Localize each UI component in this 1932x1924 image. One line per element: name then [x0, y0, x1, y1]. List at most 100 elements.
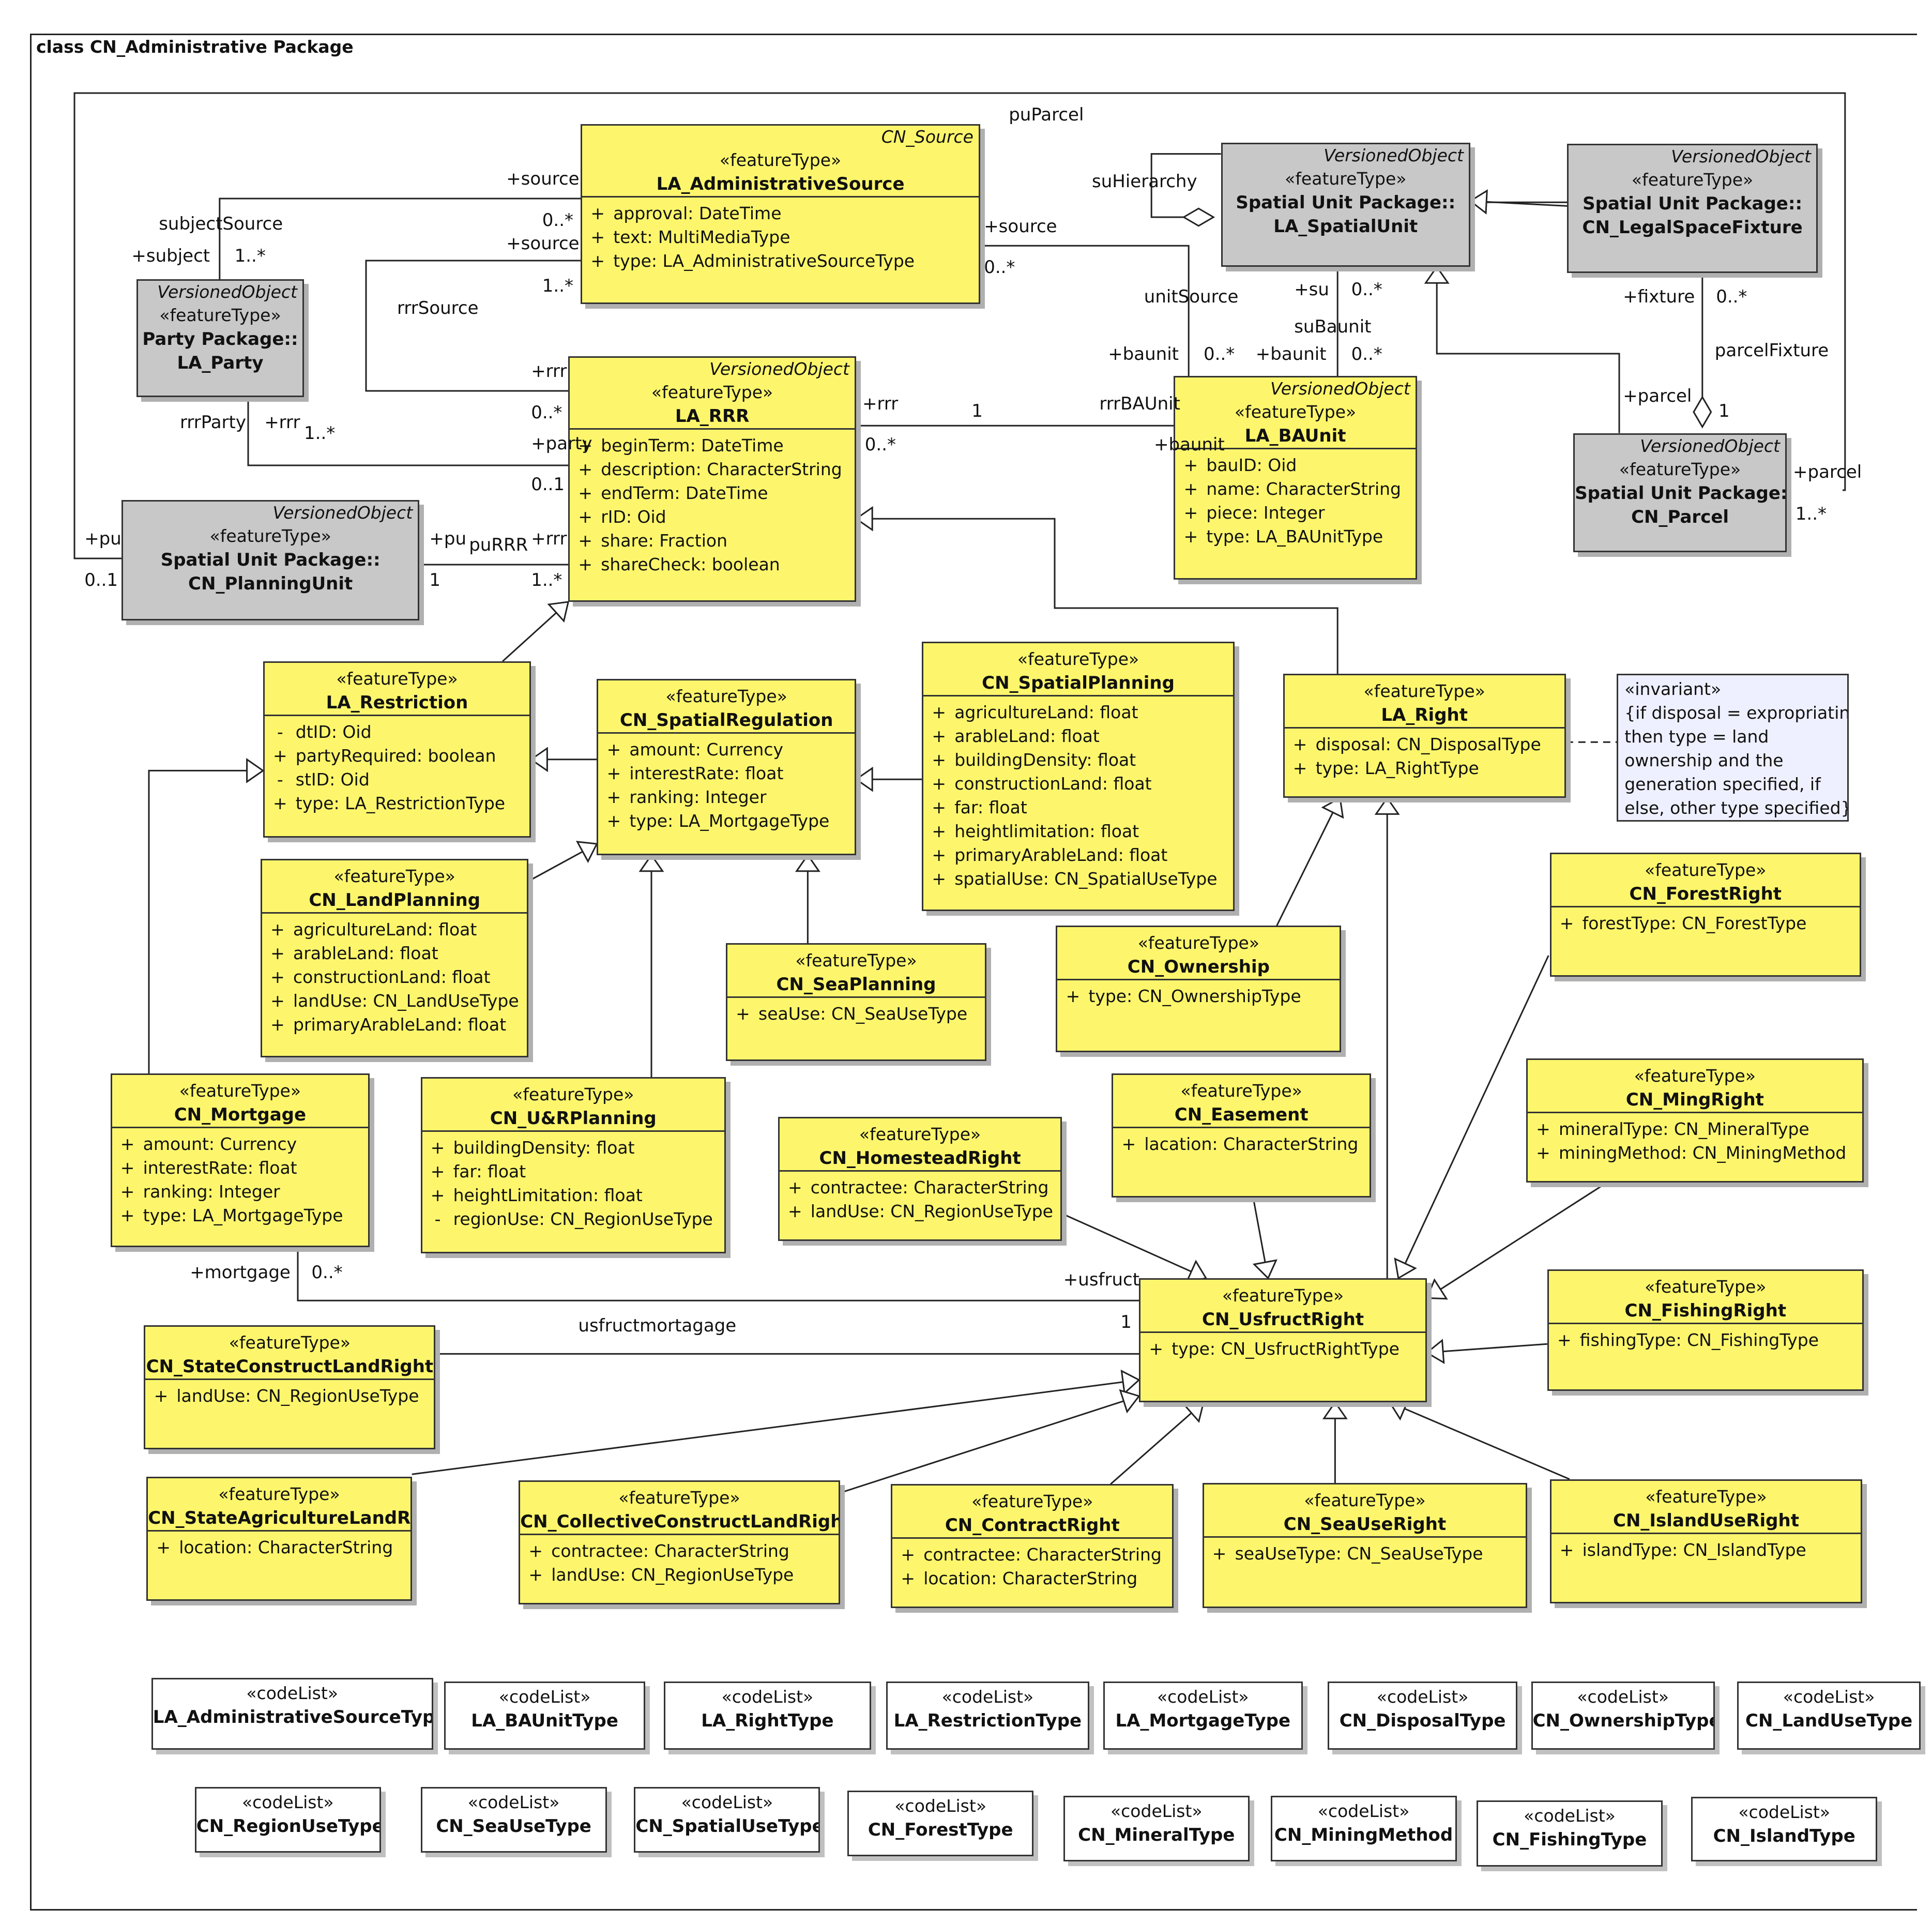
- codelist-CN_LandUseType[interactable]: «codeList»CN_LandUseType: [1737, 1681, 1921, 1750]
- class-name: CN_SeaPlanning: [776, 974, 936, 995]
- codelist-CN_IslandType[interactable]: «codeList»CN_IslandType: [1691, 1797, 1878, 1861]
- association-label: +source: [506, 233, 580, 254]
- association-line: [980, 245, 1190, 376]
- codelist-CN_DisposalType[interactable]: «codeList»CN_DisposalType: [1328, 1681, 1518, 1750]
- attribute: +ranking: Integer: [112, 1180, 369, 1204]
- class-scl[interactable]: «featureType»CN_StateConstructLandRight+…: [144, 1325, 436, 1450]
- class-contr[interactable]: «featureType»CN_ContractRight+contractee…: [891, 1484, 1174, 1609]
- codelist-LA_AdministrativeSourceType[interactable]: «codeList»LA_AdministrativeSourceType: [151, 1677, 433, 1750]
- class-name: Spatial Unit Package::: [1236, 192, 1456, 213]
- attribute: +name: CharacterString: [1175, 477, 1415, 501]
- visibility-marker: +: [606, 786, 621, 807]
- visibility-marker: +: [1121, 1134, 1136, 1154]
- base-class-label: VersionedObject: [709, 358, 849, 379]
- class-lplan[interactable]: «featureType»CN_LandPlanning+agriculture…: [261, 858, 529, 1057]
- class-su[interactable]: VersionedObject«featureType»Spatial Unit…: [1221, 143, 1470, 267]
- attribute-text: rID: Oid: [601, 506, 666, 527]
- generalization-arrow: [575, 841, 598, 863]
- association-label: puRRR: [469, 535, 528, 556]
- codelist-CN_SeaUseType[interactable]: «codeList»CN_SeaUseType: [420, 1787, 607, 1853]
- codelist-CN_MineralType[interactable]: «codeList»CN_MineralType: [1063, 1795, 1250, 1861]
- codelist-CN_OwnershipType[interactable]: «codeList»CN_OwnershipType: [1531, 1681, 1715, 1750]
- visibility-marker: +: [787, 1177, 802, 1198]
- codelist-name: CN_RegionUseType: [196, 1816, 381, 1837]
- attribute-text: type: CN_UsfructRightType: [1172, 1339, 1399, 1359]
- visibility-marker: +: [120, 1205, 135, 1225]
- attribute-text: mineralType: CN_MineralType: [1559, 1119, 1809, 1140]
- codelist-name: LA_RestrictionType: [893, 1710, 1082, 1731]
- codelist-LA_BAUnitType[interactable]: «codeList»LA_BAUnitType: [444, 1681, 645, 1750]
- class-right[interactable]: «featureType»LA_Right+disposal: CN_Dispo…: [1283, 674, 1566, 798]
- class-ming[interactable]: «featureType»CN_MingRight+mineralType: C…: [1526, 1058, 1864, 1183]
- class-name: CN_StateAgricultureLandRight: [148, 1508, 411, 1528]
- attribute: +far: float: [923, 796, 1233, 820]
- stereotype-label: «featureType»: [1285, 169, 1407, 189]
- attribute: +primaryArableLand: float: [923, 843, 1233, 867]
- class-ccl[interactable]: «featureType»CN_CollectiveConstructLandR…: [519, 1480, 840, 1605]
- codelist-LA_MortgageType[interactable]: «codeList»LA_MortgageType: [1103, 1681, 1303, 1750]
- codelist-CN_RegionUseType[interactable]: «codeList»CN_RegionUseType: [194, 1787, 381, 1853]
- class-ease[interactable]: «featureType»CN_Easement+lacation: Chara…: [1112, 1073, 1371, 1198]
- codelist-CN_MiningMethod[interactable]: «codeList»CN_MiningMethod: [1270, 1795, 1457, 1861]
- class-own[interactable]: «featureType»CN_Ownership+type: CN_Owner…: [1056, 926, 1342, 1053]
- class-pu[interactable]: VersionedObject«featureType»Spatial Unit…: [121, 500, 420, 620]
- codelist-LA_RestrictionType[interactable]: «codeList»LA_RestrictionType: [886, 1681, 1090, 1750]
- class-splan[interactable]: «featureType»CN_SpatialPlanning+agricult…: [922, 641, 1235, 911]
- attribute-text: far: float: [453, 1161, 526, 1182]
- class-forest[interactable]: «featureType»CN_ForestRight+forestType: …: [1549, 852, 1861, 977]
- attribute: -regionUse: CN_RegionUseType: [422, 1207, 724, 1231]
- class-urplan[interactable]: «featureType»CN_U&RPlanning+buildingDens…: [420, 1077, 726, 1253]
- class-sal[interactable]: «featureType»CN_StateAgricultureLandRigh…: [146, 1477, 412, 1601]
- stereotype-label: «featureType»: [618, 1488, 740, 1508]
- class-header: VersionedObject«featureType»Spatial Unit…: [1223, 144, 1469, 238]
- codelist-CN_FishingType[interactable]: «codeList»CN_FishingType: [1477, 1800, 1663, 1867]
- codelist-CN_SpatialUseType[interactable]: «codeList»CN_SpatialUseType: [634, 1787, 820, 1853]
- class-seaplan[interactable]: «featureType»CN_SeaPlanning+seaUse: CN_S…: [726, 943, 986, 1061]
- stereotype-label: «codeList»: [894, 1796, 987, 1816]
- class-seause[interactable]: «featureType»CN_SeaUseRight+seaUseType: …: [1202, 1483, 1528, 1609]
- visibility-marker: +: [578, 506, 593, 527]
- class-mort[interactable]: «featureType»CN_Mortgage+amount: Currenc…: [110, 1073, 370, 1247]
- codelist-CN_ForestType[interactable]: «codeList»CN_ForestType: [847, 1791, 1034, 1857]
- visibility-marker: +: [156, 1537, 171, 1557]
- attribute: +seaUse: CN_SeaUseType: [727, 1002, 985, 1026]
- attribute: +islandType: CN_IslandType: [1551, 1538, 1861, 1562]
- attribute-text: landUse: CN_LandUseType: [293, 990, 519, 1011]
- class-bau[interactable]: VersionedObject«featureType»LA_BAUnit+ba…: [1174, 376, 1417, 580]
- class-name: CN_LegalSpaceFixture: [1582, 217, 1803, 238]
- codelist-LA_RightType[interactable]: «codeList»LA_RightType: [664, 1681, 871, 1750]
- codelist-name: CN_MiningMethod: [1274, 1824, 1453, 1845]
- class-fish[interactable]: «featureType»CN_FishingRight+fishingType…: [1547, 1269, 1864, 1391]
- visibility-marker: +: [932, 868, 947, 889]
- class-home[interactable]: «featureType»CN_HomesteadRight+contracte…: [778, 1117, 1062, 1241]
- attribute: -dtID: Oid: [265, 720, 529, 744]
- class-restr[interactable]: «featureType»LA_Restriction-dtID: Oid+pa…: [263, 661, 531, 838]
- class-party[interactable]: VersionedObject«featureType»Party Packag…: [136, 279, 304, 397]
- generalization-arrow: [1120, 1369, 1140, 1395]
- attribute: +landUse: CN_RegionUseType: [520, 1563, 839, 1587]
- class-src[interactable]: CN_Source«featureType»LA_AdministrativeS…: [581, 124, 980, 304]
- association-label: 1: [429, 569, 441, 590]
- class-island[interactable]: «featureType»CN_IslandUseRight+islandTyp…: [1549, 1479, 1863, 1603]
- class-rrr[interactable]: VersionedObject«featureType»LA_RRR+begin…: [568, 356, 856, 602]
- visibility-marker: +: [270, 966, 285, 987]
- generalization-arrow: [1322, 1401, 1348, 1419]
- class-name: CN_Mortgage: [174, 1104, 307, 1125]
- association-line: [365, 260, 581, 392]
- stereotype-label: «featureType»: [512, 1084, 634, 1105]
- attribute-text: forestType: CN_ForestType: [1582, 913, 1807, 933]
- class-parcel[interactable]: VersionedObject«featureType»Spatial Unit…: [1573, 433, 1787, 552]
- class-header: VersionedObject«featureType»LA_RRR: [570, 358, 855, 428]
- association-label: unitSource: [1144, 286, 1239, 308]
- class-usf[interactable]: «featureType»CN_UsfructRight+type: CN_Us…: [1139, 1278, 1427, 1402]
- stereotype-label: «featureType»: [719, 150, 842, 170]
- stereotype-label: «featureType»: [1634, 1066, 1756, 1086]
- codelist-name: CN_MineralType: [1078, 1824, 1235, 1845]
- class-header: «featureType»CN_SpatialRegulation: [598, 680, 855, 732]
- association-label: 0..*: [311, 1262, 343, 1283]
- attribute-text: landUse: CN_RegionUseType: [551, 1565, 794, 1585]
- class-sreg[interactable]: «featureType»CN_SpatialRegulation+amount…: [597, 678, 856, 855]
- attribute-text: primaryArableLand: float: [293, 1014, 507, 1035]
- note-line: else, other type specified}: [1624, 798, 1849, 819]
- class-lsf[interactable]: VersionedObject«featureType»Spatial Unit…: [1567, 144, 1818, 273]
